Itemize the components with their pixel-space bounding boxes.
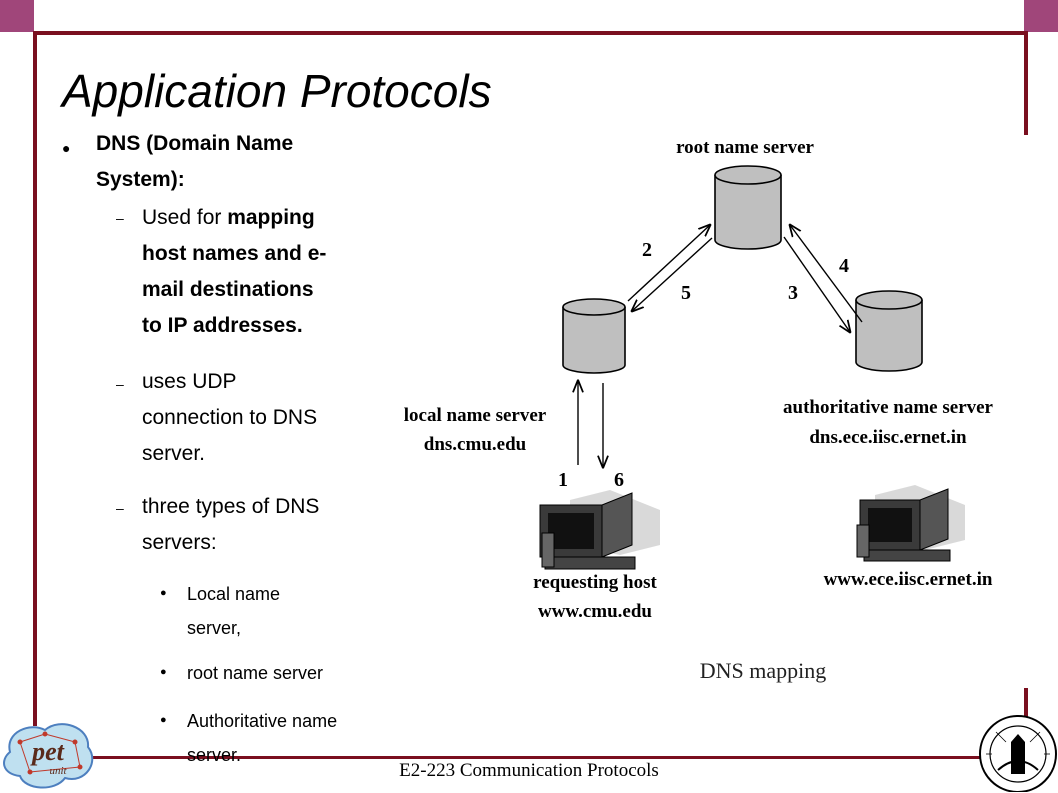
used-line2: host names and e-	[142, 242, 327, 265]
frame-bottom-line	[90, 756, 980, 759]
used-line4: to IP addresses.	[142, 314, 303, 337]
subsub-auth: Authoritative name server.	[187, 704, 337, 772]
dash-marker: –	[116, 376, 124, 392]
footer-text: E2-223 Communication Protocols	[399, 760, 659, 781]
udp-line3: server.	[142, 442, 206, 465]
udp-line1: uses UDP	[142, 370, 237, 393]
auth-server-icon	[855, 290, 923, 372]
local-server-icon	[562, 298, 626, 374]
local-server-label: local name server	[404, 405, 547, 426]
pet-logo-text: pet	[30, 737, 65, 766]
types-line2: servers:	[142, 531, 217, 554]
corner-top-right	[1024, 0, 1058, 32]
arrow-step-3	[783, 236, 850, 332]
used-bold: mapping	[227, 206, 315, 229]
slide-title: Application Protocols	[62, 65, 492, 117]
subbullet-types: three types of DNS servers:	[142, 489, 319, 561]
frame-right-line-top	[1024, 31, 1028, 135]
requesting-host-name: www.cmu.edu	[538, 601, 652, 622]
auth-server-host: dns.ece.iisc.ernet.in	[809, 427, 967, 448]
root-server-label: root name server	[676, 137, 814, 158]
target-host-icon	[856, 485, 965, 562]
local-line2: server,	[187, 618, 242, 638]
bullet-dot: ●	[160, 714, 167, 726]
types-line1: three types of DNS	[142, 495, 320, 518]
auth-line1: Authoritative name	[187, 711, 338, 731]
arrow-step-2	[627, 225, 710, 302]
requesting-host-label: requesting host	[533, 572, 657, 593]
diagram-caption: DNS mapping	[700, 658, 827, 683]
subsub-local: Local name server,	[187, 577, 280, 645]
auth-line2: server.	[187, 745, 242, 765]
subbullet-used-for: Used for mapping host names and e- mail …	[142, 200, 326, 344]
bullet-dns-line2: System):	[96, 168, 185, 191]
step-2-label: 2	[642, 239, 652, 261]
step-1-label: 1	[558, 469, 568, 491]
requesting-host-icon	[539, 490, 660, 570]
udp-line2: connection to DNS	[142, 406, 318, 429]
dns-diagram: root name server local name server dns.c…	[404, 137, 994, 683]
subbullet-udp: uses UDP connection to DNS server.	[142, 364, 317, 472]
pet-unit-logo: pet unit	[3, 723, 94, 789]
local-server-host: dns.cmu.edu	[424, 434, 527, 455]
bullet-dns: DNS (Domain Name System):	[96, 126, 293, 198]
pet-logo-subtext: unit	[49, 765, 67, 777]
arrow-step-4	[790, 225, 863, 323]
dash-marker: –	[116, 210, 124, 226]
frame-top-line	[34, 31, 1028, 35]
local-line1: Local name	[187, 584, 281, 604]
step-3-label: 3	[788, 282, 798, 304]
bullet-dns-line1: DNS (Domain Name	[96, 132, 294, 155]
used-line3: mail destinations	[142, 278, 314, 301]
root-server-icon	[714, 165, 782, 250]
step-6-label: 6	[614, 469, 624, 491]
frame-left-line	[33, 31, 37, 726]
subsub-root: root name server	[187, 656, 323, 690]
bullet-dot: ●	[160, 587, 167, 599]
dash-marker: –	[116, 500, 124, 516]
corner-top-left	[0, 0, 34, 32]
step-5-label: 5	[681, 282, 691, 304]
bullet-dot: ●	[160, 666, 167, 678]
step-4-label: 4	[839, 255, 849, 277]
root-line: root name server	[187, 663, 324, 683]
target-host-label: www.ece.iisc.ernet.in	[824, 569, 993, 590]
used-prefix: Used for	[142, 206, 228, 229]
auth-server-label: authoritative name server	[783, 397, 994, 418]
bullet-dot: ●	[62, 140, 71, 156]
arrow-step-5	[632, 237, 713, 311]
iisc-seal-logo	[979, 715, 1057, 792]
